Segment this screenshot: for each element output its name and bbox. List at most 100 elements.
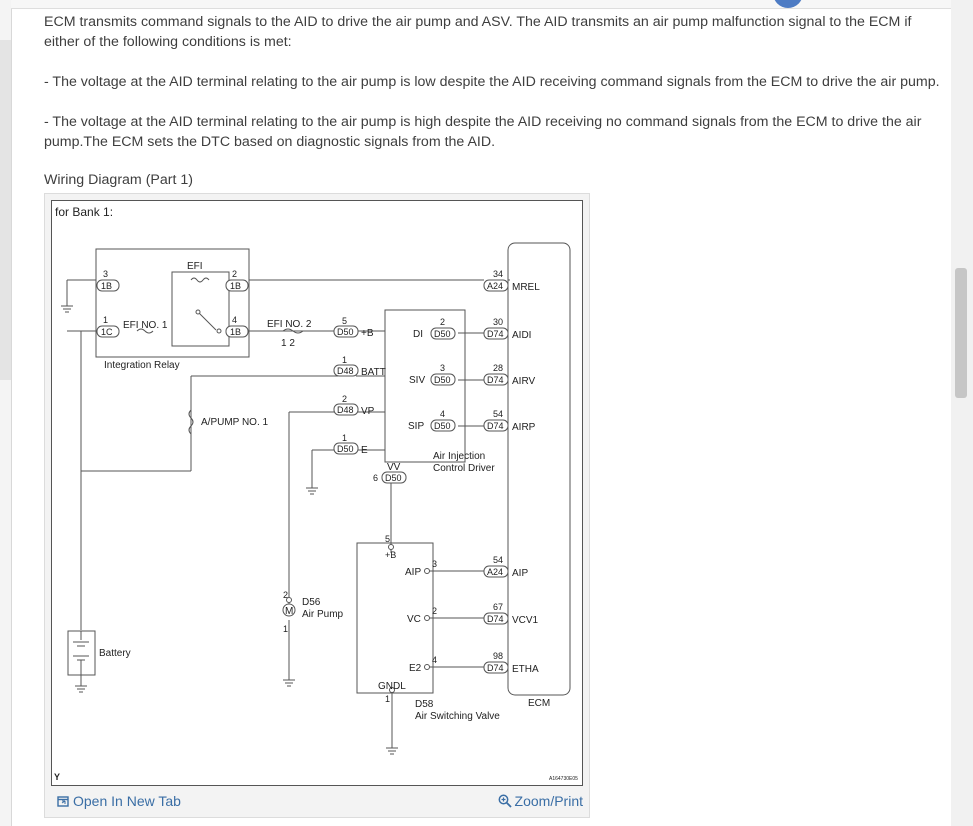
aid-term-batt: BATT [361, 367, 386, 378]
ecm-pin: 98 [493, 651, 503, 661]
figure-title: Wiring Diagram (Part 1) [44, 172, 193, 188]
ecm-term-aip: AIP [512, 568, 528, 579]
relay-pin-2: 2 [232, 269, 237, 279]
aid-conn: D48 [337, 405, 354, 415]
asv-e2-pin: 4 [432, 655, 437, 665]
relay-pin-1: 1 [103, 315, 108, 325]
asv-b-term: +B [385, 550, 396, 560]
ecm-pin: 30 [493, 317, 503, 327]
figure-frame: for Bank 1: [44, 193, 590, 818]
open-new-tab-icon [57, 796, 69, 807]
efi-no1-label: EFI NO. 1 [123, 320, 168, 331]
scrollbar-thumb[interactable] [955, 268, 967, 398]
ecm-conn: D74 [487, 614, 504, 624]
aid-conn: D50 [434, 375, 451, 385]
pump-motor-symbol: M [285, 606, 293, 617]
aid-term-e: E [361, 445, 368, 456]
aid-name-1: Air Injection [433, 451, 485, 462]
ecm-conn: D74 [487, 421, 504, 431]
wiring-diagram[interactable]: for Bank 1: [51, 200, 583, 786]
relay-pin-4: 4 [232, 315, 237, 325]
ecm-conn: D74 [487, 329, 504, 339]
open-in-new-tab-link[interactable]: Open In New Tab [57, 793, 181, 809]
aid-pin: 2 [342, 394, 347, 404]
toolbar-round-button[interactable] [773, 0, 803, 8]
integration-relay-label: Integration Relay [104, 360, 180, 371]
relay-conn-1b-c: 1B [230, 327, 241, 337]
aid-conn: D50 [337, 444, 354, 454]
relay-conn-1b-a: 1B [101, 281, 112, 291]
asv-vc-pin: 2 [432, 606, 437, 616]
aid-pin: 5 [342, 316, 347, 326]
ecm-term-airp: AIRP [512, 422, 536, 433]
left-gutter [0, 0, 12, 826]
asv-e2-term: E2 [409, 663, 422, 674]
ecm-pin: 34 [493, 269, 503, 279]
ecm-term-vcv1: VCV1 [512, 615, 539, 626]
ecm-term-aidi: AIDI [512, 330, 531, 341]
aid-pin: 1 [342, 355, 347, 365]
pump-id: D56 [302, 597, 321, 608]
zoom-print-label: Zoom/Print [514, 793, 583, 809]
efi-no2-pins: 1 2 [281, 338, 295, 349]
bank-label: for Bank 1: [55, 205, 113, 219]
asv-gndl-pin: 1 [385, 694, 390, 704]
ecm-pin: 28 [493, 363, 503, 373]
diagram-code: A164730E05 [549, 776, 578, 782]
asv-gndl-term: GNDL [378, 681, 406, 692]
scrollbar[interactable] [951, 0, 973, 826]
asv-vc-term: VC [407, 614, 421, 625]
relay-pin-3: 3 [103, 269, 108, 279]
battery-label: Battery [99, 648, 131, 659]
aid-vv-term: VV [387, 462, 401, 473]
condition-bullet-2: - The voltage at the AID terminal relati… [44, 114, 922, 150]
ecm-conn: A24 [487, 281, 503, 291]
zoom-print-link[interactable]: Zoom/Print [498, 793, 583, 809]
asv-aip-pin: 3 [432, 559, 437, 569]
asv-aip-term: AIP [405, 567, 421, 578]
aid-pin: 4 [440, 409, 445, 419]
condition-bullet-1: - The voltage at the AID terminal relati… [44, 74, 940, 90]
ecm-conn: A24 [487, 567, 503, 577]
ecm-term-mrel: MREL [512, 282, 540, 293]
ecm-pin: 54 [493, 555, 503, 565]
fuse-efi-label: EFI [187, 261, 203, 272]
aid-pin: 1 [342, 433, 347, 443]
corner-y-label: Y [54, 772, 60, 782]
aid-name-2: Control Driver [433, 463, 495, 474]
ecm-conn: D74 [487, 375, 504, 385]
asv-b-pin: 5 [385, 534, 390, 544]
ecm-term-etha: ETHA [512, 664, 539, 675]
figure-actions: Open In New Tab Zoom/Print [45, 787, 589, 817]
aid-vv-conn: D50 [385, 473, 402, 483]
apump-fuse-label: A/PUMP NO. 1 [201, 417, 268, 428]
aid-pin: 3 [440, 363, 445, 373]
aid-conn: D50 [434, 421, 451, 431]
description-paragraph: ECM transmits command signals to the AID… [44, 14, 912, 50]
aid-pin: 2 [440, 317, 445, 327]
asv-name: Air Switching Valve [415, 711, 500, 722]
ecm-label: ECM [528, 698, 550, 709]
aid-term-siv: SIV [409, 375, 425, 386]
aid-conn: D50 [337, 327, 354, 337]
asv-id: D58 [415, 699, 434, 710]
ecm-conn: D74 [487, 663, 504, 673]
pump-pin-top: 2 [283, 590, 288, 600]
aid-term-sip: SIP [408, 421, 424, 432]
zoom-magnifier-icon [498, 794, 512, 808]
ecm-term-airv: AIRV [512, 376, 535, 387]
aid-vv-pin: 6 [373, 473, 378, 483]
top-toolbar-edge [11, 0, 951, 9]
pump-name: Air Pump [302, 609, 344, 620]
aid-term-b: +B [361, 328, 374, 339]
relay-conn-1c: 1C [101, 327, 113, 337]
aid-conn: D50 [434, 329, 451, 339]
relay-conn-1b-b: 1B [230, 281, 241, 291]
pump-pin-bottom: 1 [283, 624, 288, 634]
aid-conn: D48 [337, 366, 354, 376]
efi-no2-label: EFI NO. 2 [267, 319, 312, 330]
open-in-new-tab-label: Open In New Tab [73, 793, 181, 809]
aid-term-di: DI [413, 329, 423, 340]
aid-term-vp: VP [361, 406, 375, 417]
ecm-pin: 54 [493, 409, 503, 419]
